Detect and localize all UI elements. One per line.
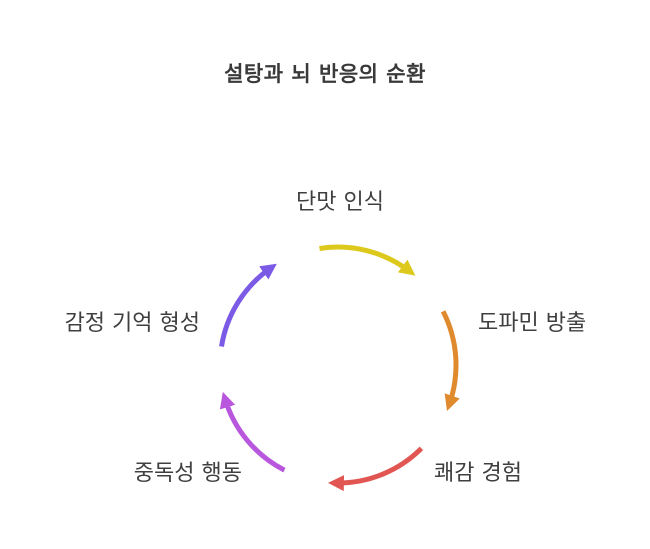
step-label-pleasure-experience: 쾌감 경험 (434, 461, 522, 486)
step-label-dopamine-release: 도파민 방출 (478, 311, 586, 336)
arc-memory-to-taste (219, 263, 277, 347)
diagram-title: 설탕과 뇌 반응의 순환 (224, 62, 426, 86)
arc-pleasure-to-behavior (327, 446, 424, 492)
step-label-addictive-behavior: 중독성 행동 (134, 461, 242, 486)
arc-behavior-to-memory (219, 391, 286, 473)
step-label-emotional-memory: 감정 기억 형성 (65, 311, 200, 336)
arc-dopamine-to-pleasure (440, 310, 460, 411)
arc-taste-to-dopamine (319, 244, 416, 276)
step-label-taste-recognition: 단맛 인식 (296, 190, 384, 215)
cycle-arcs (219, 244, 460, 492)
cycle-labels: 단맛 인식 도파민 방출 쾌감 경험 중독성 행동 감정 기억 형성 (65, 190, 587, 486)
